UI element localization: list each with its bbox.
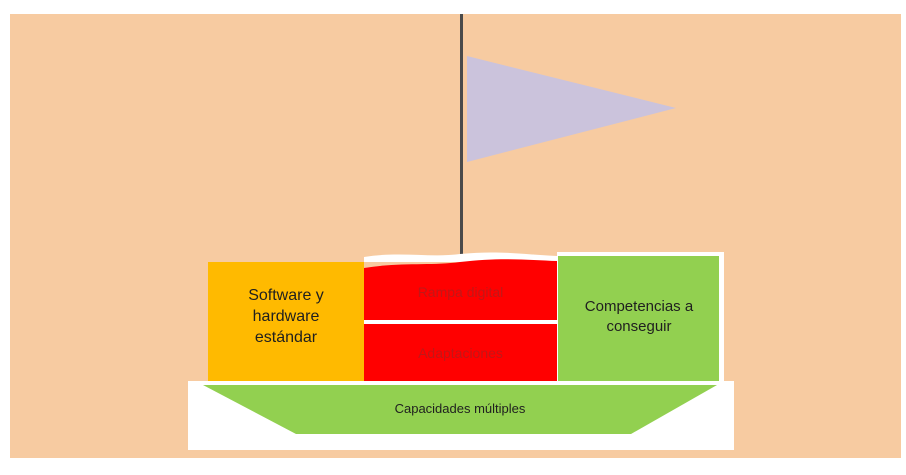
mast xyxy=(460,14,463,258)
hull-label: Capacidades múltiples xyxy=(394,401,526,416)
center-top-box xyxy=(364,259,557,320)
right-box-label: Competencias a conseguir xyxy=(584,298,694,335)
left-box xyxy=(208,262,364,381)
top-center-label: Rampa digital xyxy=(417,284,504,300)
center-bottom-box xyxy=(364,324,557,381)
flag xyxy=(467,56,676,162)
bottom-center-label: Adaptaciones xyxy=(418,345,503,361)
right-box xyxy=(558,256,719,381)
hull xyxy=(203,385,717,434)
center-divider xyxy=(364,320,557,324)
left-box-label: Software y hardware estándar xyxy=(248,287,324,346)
